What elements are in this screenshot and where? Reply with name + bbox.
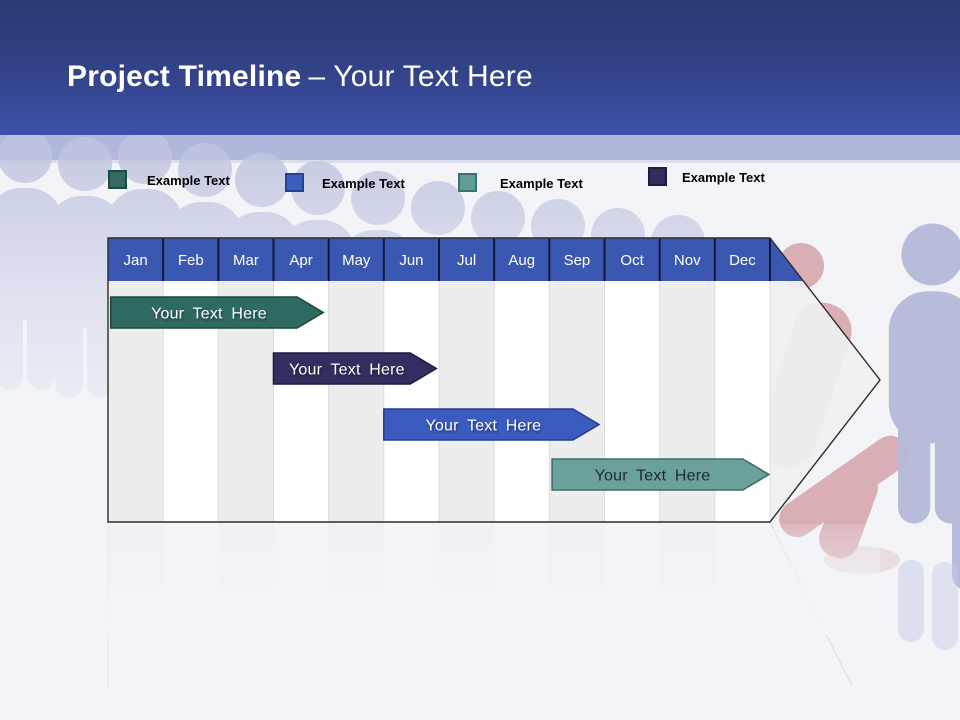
month-column (494, 281, 550, 522)
timeline-bar-label[interactable]: Your Text Here (426, 418, 542, 435)
timeline-bar[interactable]: Your Text Here (272, 352, 438, 385)
month-cell-label: Aug (508, 252, 535, 269)
month-cell-label: Mar (233, 252, 259, 269)
timeline-bar-shape (272, 352, 438, 385)
legend-swatch (108, 170, 127, 189)
timeline-bar-shape (551, 458, 771, 491)
month-column (439, 281, 495, 522)
month-column (383, 281, 439, 522)
month-header-band (108, 238, 804, 281)
timeline-bar[interactable]: Your Text Here (109, 296, 325, 329)
timeline-bar[interactable]: Your Text Here (383, 408, 601, 441)
month-cell-label: Apr (289, 252, 312, 269)
legend-swatch (285, 173, 304, 192)
timeline-bar-label[interactable]: Your Text Here (151, 306, 267, 323)
legend-label[interactable]: Example Text (682, 170, 765, 185)
timeline-bar-shape (383, 408, 601, 441)
month-cell-label: Nov (674, 252, 701, 269)
legend-swatch (648, 167, 667, 186)
page-title-bold: Project Timeline (67, 60, 302, 93)
month-cell-label: Jun (399, 252, 423, 269)
timeline-bar-label[interactable]: Your Text Here (595, 468, 711, 485)
month-cell-label: Oct (620, 252, 644, 269)
arrow-outline (107, 237, 881, 523)
title-bar: Project Timeline– Your Text Here (0, 0, 960, 135)
legend-label[interactable]: Example Text (500, 176, 583, 191)
month-cell-label: Dec (729, 252, 756, 269)
month-cell-label: Jan (123, 252, 147, 269)
timeline-bar-shape (109, 296, 325, 329)
page-title[interactable]: Project Timeline– Your Text Here (67, 60, 533, 94)
legend-label[interactable]: Example Text (322, 176, 405, 191)
reflection-fade (100, 524, 880, 634)
month-cell-label: Jul (457, 252, 476, 269)
legend-label[interactable]: Example Text (147, 173, 230, 188)
month-column (328, 281, 384, 522)
timeline-bar-label[interactable]: Your Text Here (289, 362, 405, 379)
month-cell-label: Feb (178, 252, 204, 269)
timeline-bar[interactable]: Your Text Here (551, 458, 771, 491)
month-cell-label: Sep (564, 252, 591, 269)
month-cell-label: May (342, 252, 371, 269)
legend-swatch (458, 173, 477, 192)
page-title-rest: – Your Text Here (308, 60, 533, 93)
